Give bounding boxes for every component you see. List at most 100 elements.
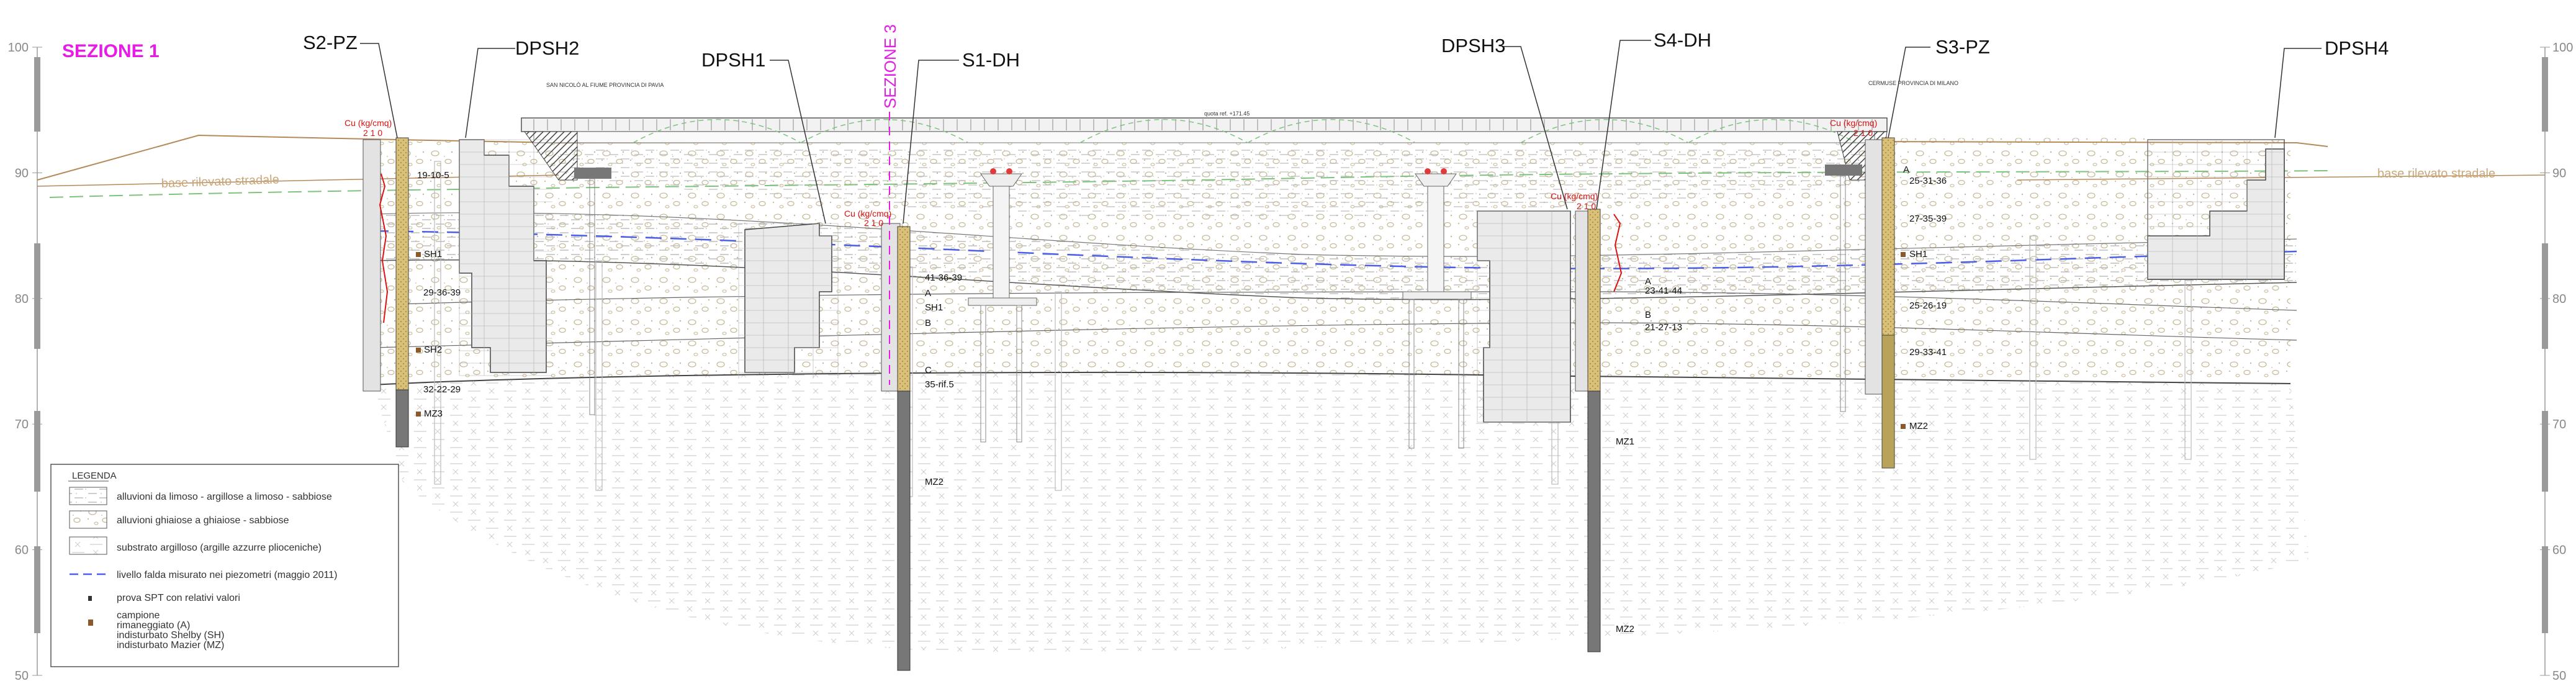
sample-label: SH2 — [424, 345, 442, 355]
road-base-label-right: base rilevato stradale — [2377, 167, 2495, 181]
legend-sample-line: campione — [117, 610, 160, 621]
spt-value: 27-35-39 — [1909, 214, 1947, 224]
elevation-tick-label: 60 — [15, 544, 29, 557]
sample-label: MZ2 — [925, 477, 943, 487]
penetrometer-label-dpsh2: DPSH2 — [515, 37, 579, 59]
bridge-center-label: quota ref. +171.45 — [1204, 110, 1250, 117]
elevation-tick-label: 60 — [2552, 544, 2566, 557]
legend-sample-line: indisturbato Shelby (SH) — [117, 630, 224, 641]
elevation-tick-label: 100 — [2552, 41, 2573, 55]
callout-leaders — [360, 40, 2322, 224]
pier-left — [968, 168, 1037, 443]
borehole-s4dh — [1575, 209, 1623, 652]
elevation-tick-label: 80 — [2552, 292, 2566, 306]
spt-value: 21-27-13 — [1645, 322, 1682, 333]
spt-value: 29-36-39 — [423, 287, 461, 298]
sample-label: B — [925, 318, 931, 328]
elevation-tick-label: 90 — [2552, 166, 2566, 180]
layer-clay-substrate — [372, 372, 2309, 652]
borehole-s2pz — [363, 137, 409, 448]
sample-label: A — [925, 288, 931, 299]
elevation-tick-label: 50 — [15, 669, 29, 683]
legend-swatch-gravel — [69, 510, 107, 529]
legend-item: livello falda misurato nei piezometri (m… — [117, 570, 337, 580]
s4dh-annotations: A 23-41-44 B 21-27-13 MZ1 MZ2 — [1616, 276, 1682, 634]
spt-value: 29-33-41 — [1909, 347, 1947, 358]
sample-label: MZ2 — [1616, 624, 1634, 634]
borehole-label-s3pz: S3-PZ — [1935, 36, 1990, 58]
legend: LEGENDA alluvioni da limoso - argillose … — [50, 464, 399, 667]
legend-item: alluvioni da limoso - argillose a limoso… — [117, 492, 332, 502]
road-base-label-left: base rilevato stradale — [161, 173, 279, 191]
legend-sample-line: rimaneggiato (A) — [117, 620, 190, 631]
s3pz-cu-label: Cu (kg/cmq) — [1830, 118, 1877, 128]
legend-item: substrato argilloso (argille azzurre pli… — [117, 543, 322, 553]
penetrometer-label-dpsh1: DPSH1 — [701, 49, 765, 71]
sample-label: MZ2 — [1909, 421, 1928, 431]
s3pz-annotations: A 25-31-36 27-35-39 SH1 25-26-19 29-33-4… — [1901, 164, 1947, 431]
legend-swatch-spt — [88, 596, 92, 601]
penetrometer-label-dpsh3: DPSH3 — [1441, 35, 1505, 56]
layer-upper-silt — [559, 148, 1862, 219]
spt-value: 41-36-39 — [925, 273, 962, 283]
sample-label: A — [1903, 164, 1909, 175]
borehole-label-s2pz: S2-PZ — [303, 32, 358, 53]
sample-label: MZ1 — [1616, 436, 1634, 447]
legend-item: prova SPT con relativi valori — [117, 593, 240, 603]
borehole-label-s4dh: S4-DH — [1654, 29, 1711, 51]
elevation-tick-label: 70 — [15, 418, 29, 431]
s4dh-cu-ticks: 2 1 0 — [1577, 201, 1596, 211]
legend-item: alluvioni ghiaiose a ghiaiose - sabbiose — [117, 515, 289, 526]
elevation-tick-label: 50 — [2552, 669, 2566, 683]
penetrometer-label-dpsh4: DPSH4 — [2325, 37, 2389, 59]
s3pz-cu-ticks: 2 1 0 — [1853, 128, 1873, 138]
borehole-label-s1dh: S1-DH — [962, 49, 1020, 71]
spt-value: 25-31-36 — [1909, 176, 1947, 186]
borehole-s1dh — [881, 223, 911, 671]
s2pz-annotations: 19-10-5 SH1 29-36-39 SH2 32-22-29 MZ3 — [416, 170, 461, 419]
spt-value: 25-26-19 — [1909, 300, 1947, 311]
spt-value: 35-rif.5 — [925, 379, 954, 390]
dpsh1-profile — [738, 223, 839, 379]
s4dh-cu-label: Cu (kg/cmq) — [1551, 191, 1598, 201]
elevation-tick-label: 90 — [15, 166, 29, 180]
legend-swatch-silt — [69, 487, 107, 505]
dpsh4-profile — [2147, 139, 2285, 280]
sample-label: MZ3 — [424, 408, 443, 419]
spt-value: 19-10-5 — [417, 170, 449, 181]
s2pz-cu-ticks: 2 1 0 — [363, 128, 382, 138]
layer-silt-lens — [372, 212, 2297, 300]
section-3-label: SEZIONE 3 — [881, 24, 899, 109]
abutment-left — [524, 131, 611, 415]
pier-right — [1402, 168, 1472, 449]
spt-value: 32-22-29 — [423, 384, 461, 395]
elevation-tick-label: 70 — [2552, 418, 2566, 431]
spt-value: 23-41-44 — [1645, 286, 1682, 296]
stratigraphy — [366, 138, 2309, 652]
water-table-line — [372, 230, 2297, 269]
bridge-direction-right: CERMUSE PROVINCIA DI MILANO — [1868, 80, 1958, 86]
borehole-s3pz — [1865, 137, 1895, 469]
sample-label: SH1 — [1909, 249, 1927, 259]
sample-label: B — [1645, 310, 1651, 320]
s1dh-cu-ticks: 2 1 0 — [864, 218, 883, 228]
bridge-direction-left: SAN NICOLÒ AL FIUME PROVINCIA DI PAVIA — [546, 82, 664, 88]
elevation-scale-right: 100 90 80 70 60 50 — [2540, 41, 2573, 683]
s1dh-cu-label: Cu (kg/cmq) — [844, 209, 891, 219]
sample-label: SH1 — [424, 249, 442, 259]
legend-sample-line: indisturbato Mazier (MZ) — [117, 640, 224, 651]
elevation-tick-label: 80 — [15, 292, 29, 306]
s2pz-cu-label: Cu (kg/cmq) — [345, 118, 392, 128]
dpsh2-profile — [459, 139, 552, 376]
s1dh-annotations: 41-36-39 A SH1 B C 35-rif.5 MZ2 — [925, 273, 962, 487]
sample-label: A — [1645, 276, 1651, 287]
legend-swatch-clay — [69, 536, 107, 555]
section-3-marker: SEZIONE 3 — [881, 24, 899, 385]
bridge — [521, 117, 1888, 449]
dpsh3-profile — [1477, 210, 1571, 423]
sample-label: SH1 — [925, 302, 943, 313]
sample-label: C — [925, 365, 932, 376]
